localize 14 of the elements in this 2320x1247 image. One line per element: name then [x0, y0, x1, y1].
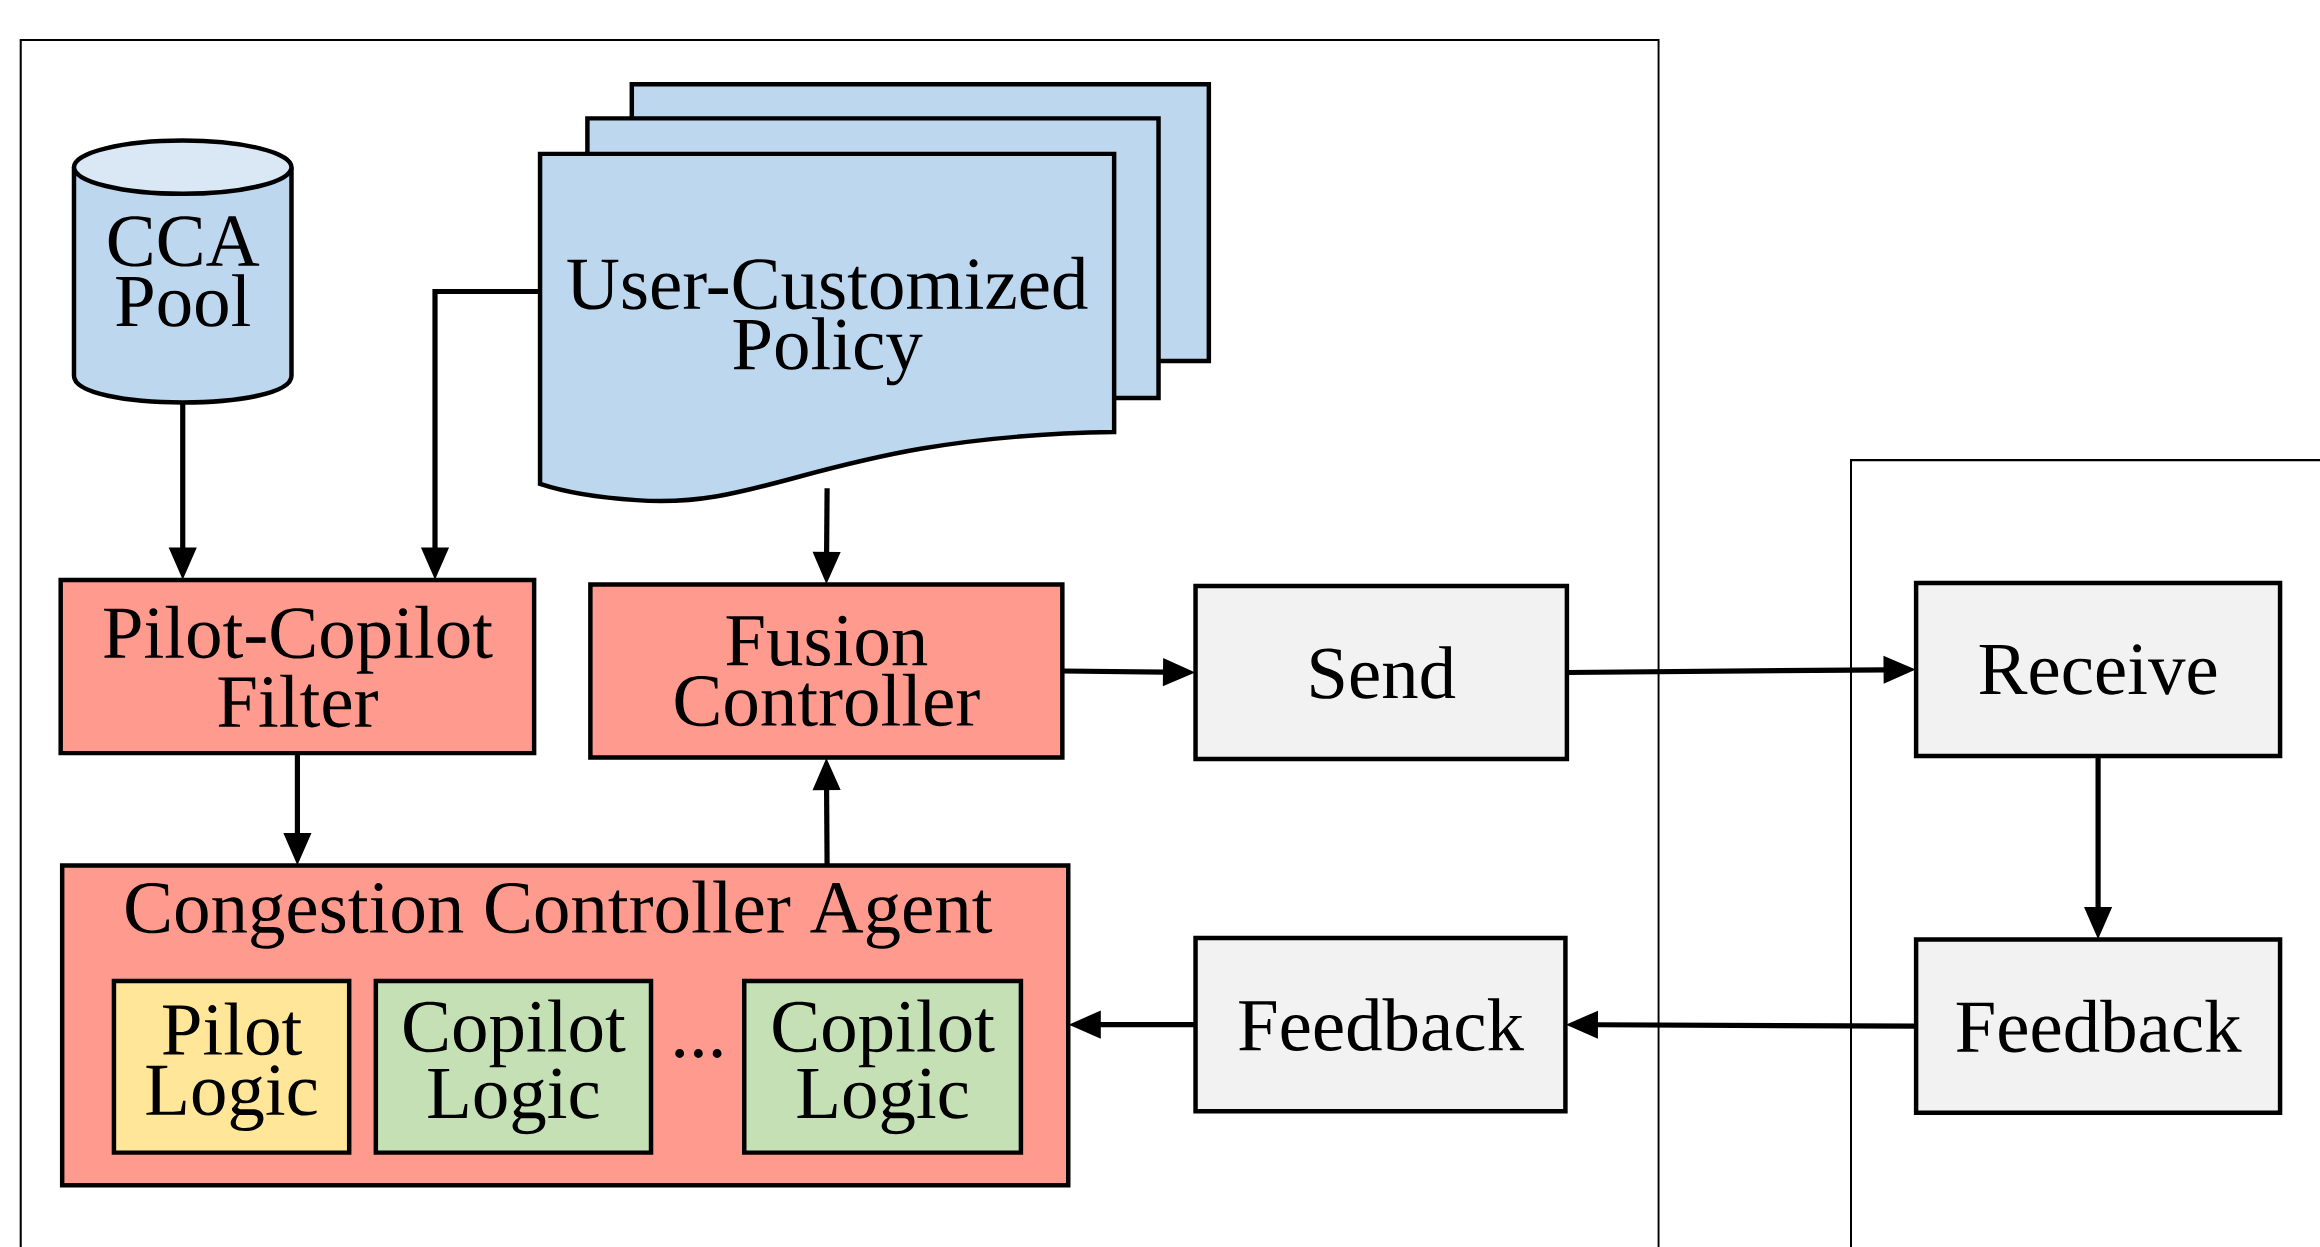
database-cylinder: CCA Pool: [71, 138, 294, 405]
process-box: Copilot Logic: [742, 978, 1024, 1155]
document-stack: User-Customized Policy: [537, 81, 1212, 504]
process-box: Send: [1193, 583, 1570, 762]
frame: [19, 38, 1660, 1247]
process-box: Pilot-Copilot Filter: [58, 577, 537, 756]
process-box: Feedback: [1913, 937, 2283, 1115]
process-box: Receive: [1913, 580, 2283, 759]
process-box: Copilot Logic: [373, 978, 654, 1155]
frame: [1849, 458, 2320, 1247]
ellipsis: ...: [675, 1048, 722, 1058]
process-box: Fusion Controller: [588, 582, 1065, 760]
process-box: Pilot Logic: [111, 978, 352, 1155]
process-box: Feedback: [1193, 935, 1568, 1114]
